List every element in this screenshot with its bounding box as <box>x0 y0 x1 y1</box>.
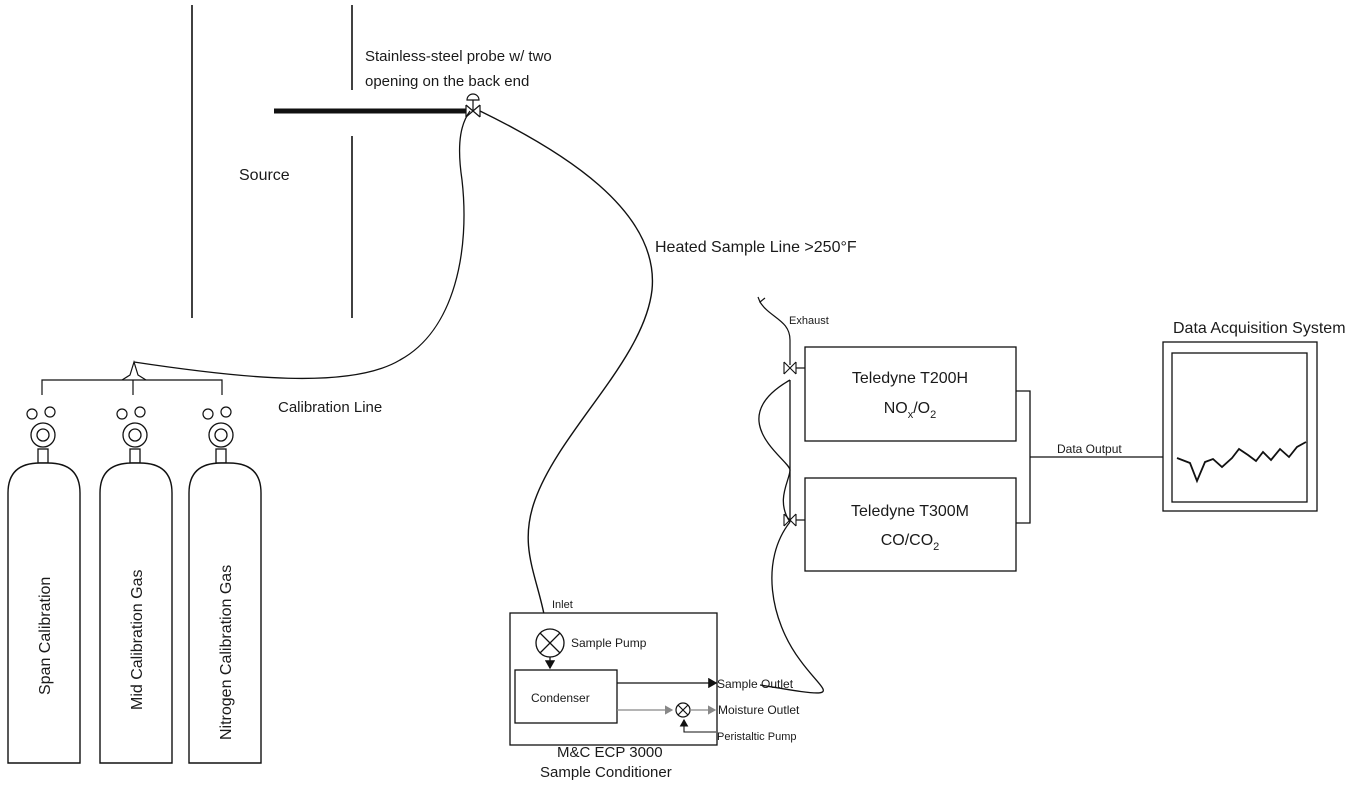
analyzer-name: Teledyne T300M <box>851 503 969 520</box>
signal-trace <box>1176 441 1307 484</box>
calibration-line-label: Calibration Line <box>278 399 382 416</box>
analyzer-box <box>804 477 1017 572</box>
cylinder-span: Span Calibration <box>7 406 81 764</box>
analyzer-t200h: Teledyne T200H NOx/O2 <box>804 346 1017 442</box>
analyzer-box <box>804 346 1017 442</box>
heated-sample-line: Heated Sample Line >250°F <box>479 110 857 647</box>
cylinder-label: Mid Calibration Gas <box>129 570 146 711</box>
probe-label-line1: Stainless-steel probe w/ two <box>365 48 552 65</box>
valve-icon <box>783 513 797 527</box>
das-title: Data Acquisition System <box>1173 320 1346 337</box>
analyzer-feed-line: Exhaust <box>757 296 829 694</box>
conditioner-name-line2: Sample Conditioner <box>540 764 672 781</box>
data-output-wiring: Data Output <box>1016 390 1163 524</box>
analyzer-gases: CO/CO2 <box>881 532 940 553</box>
valve-handle-icon <box>466 93 480 101</box>
span-cylinder-body <box>7 462 81 764</box>
peristaltic-pump-label: Peristaltic Pump <box>717 731 796 743</box>
cylinder-nitrogen: Nitrogen Calibration Gas <box>188 406 262 764</box>
monitor-screen <box>1171 352 1308 503</box>
exhaust-arrow-icon <box>757 296 766 303</box>
analyzer-gases: NOx/O2 <box>884 400 937 421</box>
moisture-outlet-label: Moisture Outlet <box>718 703 800 717</box>
condenser-label: Condenser <box>531 691 590 705</box>
condenser-box <box>514 669 618 724</box>
source-label: Source <box>239 167 290 184</box>
probe: Stainless-steel probe w/ two opening on … <box>274 48 552 118</box>
cylinder-mid: Mid Calibration Gas <box>99 406 173 764</box>
data-output-label: Data Output <box>1057 442 1122 456</box>
stack: Source <box>191 5 353 318</box>
exhaust-label: Exhaust <box>789 315 829 327</box>
analyzer-name: Teledyne T200H <box>852 370 968 387</box>
analyzer-t300m: Teledyne T300M CO/CO2 <box>804 477 1017 572</box>
nitrogen-cylinder-body <box>188 462 262 764</box>
data-acquisition-system: Data Acquisition System <box>1162 320 1346 512</box>
sample-pump-label: Sample Pump <box>571 636 647 650</box>
mid-cylinder-body <box>99 462 173 764</box>
probe-label-line2: opening on the back end <box>365 73 529 90</box>
regulator-gauge-icon <box>208 422 234 448</box>
cylinder-label: Nitrogen Calibration Gas <box>218 565 235 740</box>
regulator-gauge-icon <box>30 422 56 448</box>
regulator-gauge-icon <box>122 422 148 448</box>
cylinder-label: Span Calibration <box>37 577 54 695</box>
calibration-line <box>133 110 471 380</box>
sample-conditioner: Inlet Sample Pump Condenser Sample Outle… <box>509 599 800 781</box>
calibration-manifold: Calibration Line <box>41 110 471 416</box>
inlet-label: Inlet <box>552 599 573 611</box>
valve-icon <box>783 361 797 375</box>
heated-line-label: Heated Sample Line >250°F <box>655 239 857 256</box>
conditioner-name-line1: M&C ECP 3000 <box>557 744 663 761</box>
